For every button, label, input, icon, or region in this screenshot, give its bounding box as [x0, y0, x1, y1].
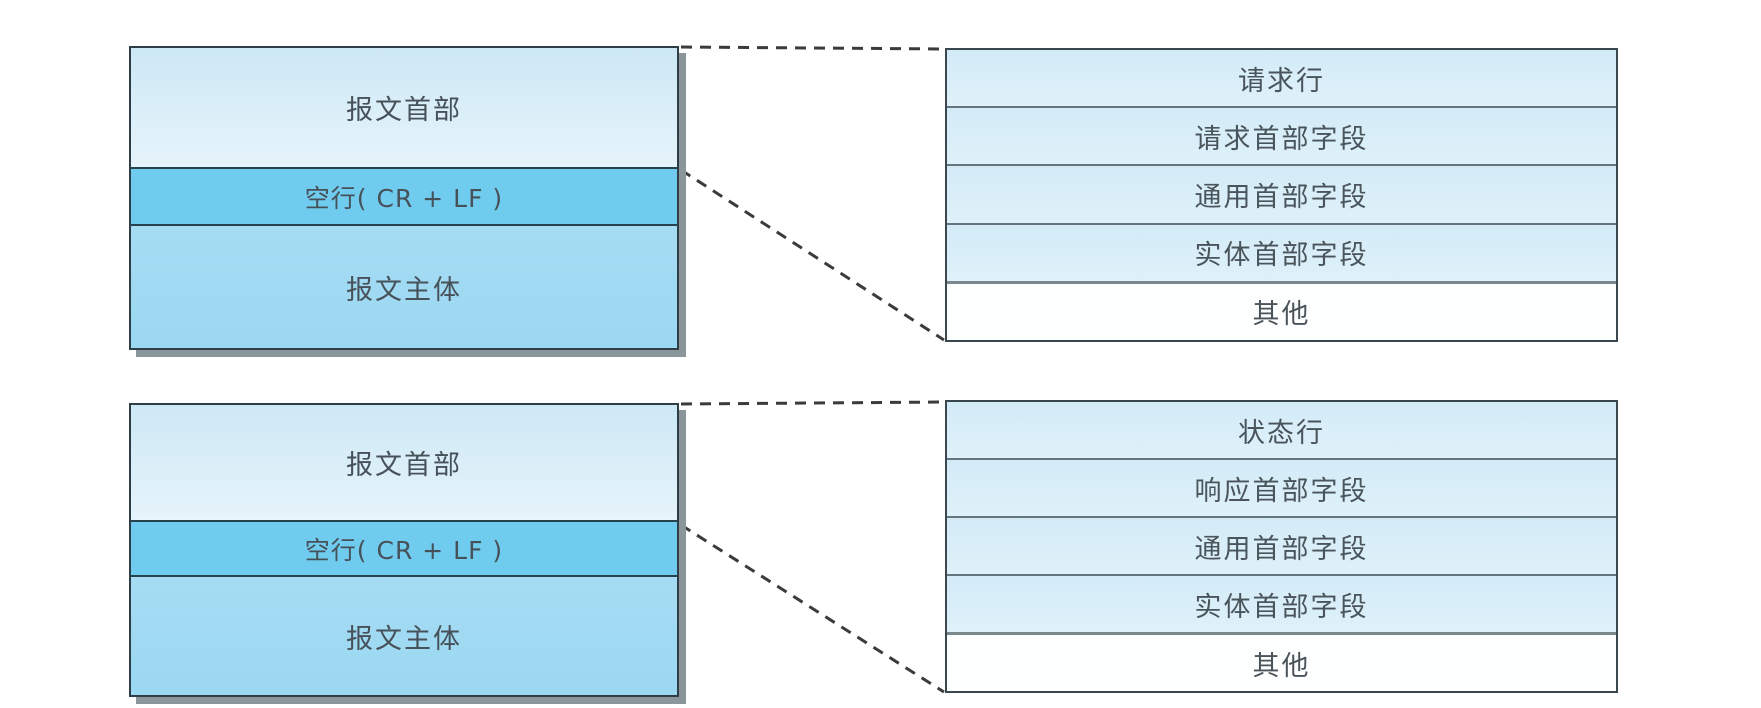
request-header-detail-box: 请求行 请求首部字段 通用首部字段 实体首部字段 其他	[945, 48, 1618, 342]
request-blank-line-label: 空行( CR + LF )	[304, 183, 504, 213]
response-blank-line-label: 空行( CR + LF )	[304, 535, 504, 565]
request-message-box: 报文首部 空行( CR + LF ) 报文主体	[129, 46, 679, 350]
response-header-detail-box: 状态行 响应首部字段 通用首部字段 实体首部字段 其他	[945, 400, 1618, 693]
response-blank-line-row: 空行( CR + LF )	[131, 519, 677, 578]
response-message-box: 报文首部 空行( CR + LF ) 报文主体	[129, 403, 679, 697]
request-message-header-label: 报文首部	[346, 94, 462, 126]
request-top-connector-line	[680, 45, 947, 51]
response-message-body-row: 报文主体	[131, 577, 677, 695]
request-diagonal-connector-line	[680, 168, 945, 342]
request-message-header-row: 报文首部	[131, 48, 677, 167]
request-entity-header-fields-row: 实体首部字段	[947, 222, 1616, 281]
response-general-header-fields-row: 通用首部字段	[947, 516, 1616, 574]
response-top-connector-line	[680, 400, 947, 406]
request-line-row: 请求行	[947, 50, 1616, 107]
request-general-header-fields-row: 通用首部字段	[947, 164, 1616, 223]
response-message-header-label: 报文首部	[346, 449, 462, 481]
status-line-row: 状态行	[947, 402, 1616, 458]
request-other-row: 其他	[947, 280, 1616, 341]
response-header-fields-row: 响应首部字段	[947, 458, 1616, 516]
response-diagonal-connector-line	[680, 523, 945, 694]
response-message-header-row: 报文首部	[131, 405, 677, 520]
request-header-fields-row: 请求首部字段	[947, 106, 1616, 165]
response-other-row: 其他	[947, 632, 1616, 691]
request-message-body-row: 报文主体	[131, 226, 677, 348]
response-entity-header-fields-row: 实体首部字段	[947, 574, 1616, 632]
request-blank-line-row: 空行( CR + LF )	[131, 166, 677, 227]
request-message-body-label: 报文主体	[346, 274, 462, 306]
response-message-body-label: 报文主体	[346, 623, 462, 655]
